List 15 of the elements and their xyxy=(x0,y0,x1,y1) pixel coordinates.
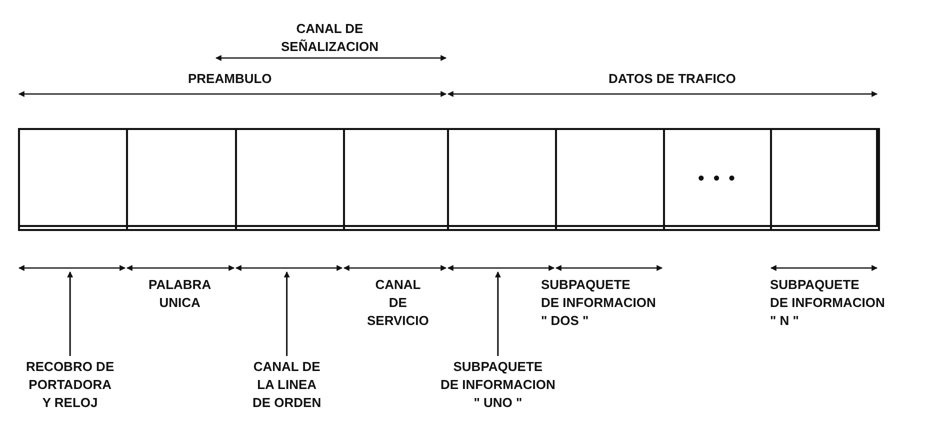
leader-text: RECOBRO DE PORTADORA Y RELOJ xyxy=(26,358,114,412)
leader-text: CANAL DE LA LINEA DE ORDEN xyxy=(252,358,322,412)
leader-text: SUBPAQUETE DE INFORMACION " UNO " xyxy=(440,358,556,412)
leader-arrow xyxy=(494,271,501,356)
dimension-label: PALABRA UNICA xyxy=(148,276,212,312)
dimension-label: PREAMBULO xyxy=(188,70,272,88)
ellipsis: • • • xyxy=(697,168,738,188)
frame-slot xyxy=(770,128,880,231)
dimension-label: DATOS DE TRAFICO xyxy=(608,70,736,88)
dimension-label: CANAL DE SEÑALIZACION xyxy=(281,20,378,56)
dimension-label: SUBPAQUETE DE INFORMACION " DOS " xyxy=(541,276,656,330)
leader-arrow xyxy=(284,271,290,356)
dimension-label: SUBPAQUETE DE INFORMACION " N " xyxy=(770,276,885,330)
leader-arrow xyxy=(67,271,74,356)
dimension-label: CANAL DE SERVICIO xyxy=(367,276,429,330)
